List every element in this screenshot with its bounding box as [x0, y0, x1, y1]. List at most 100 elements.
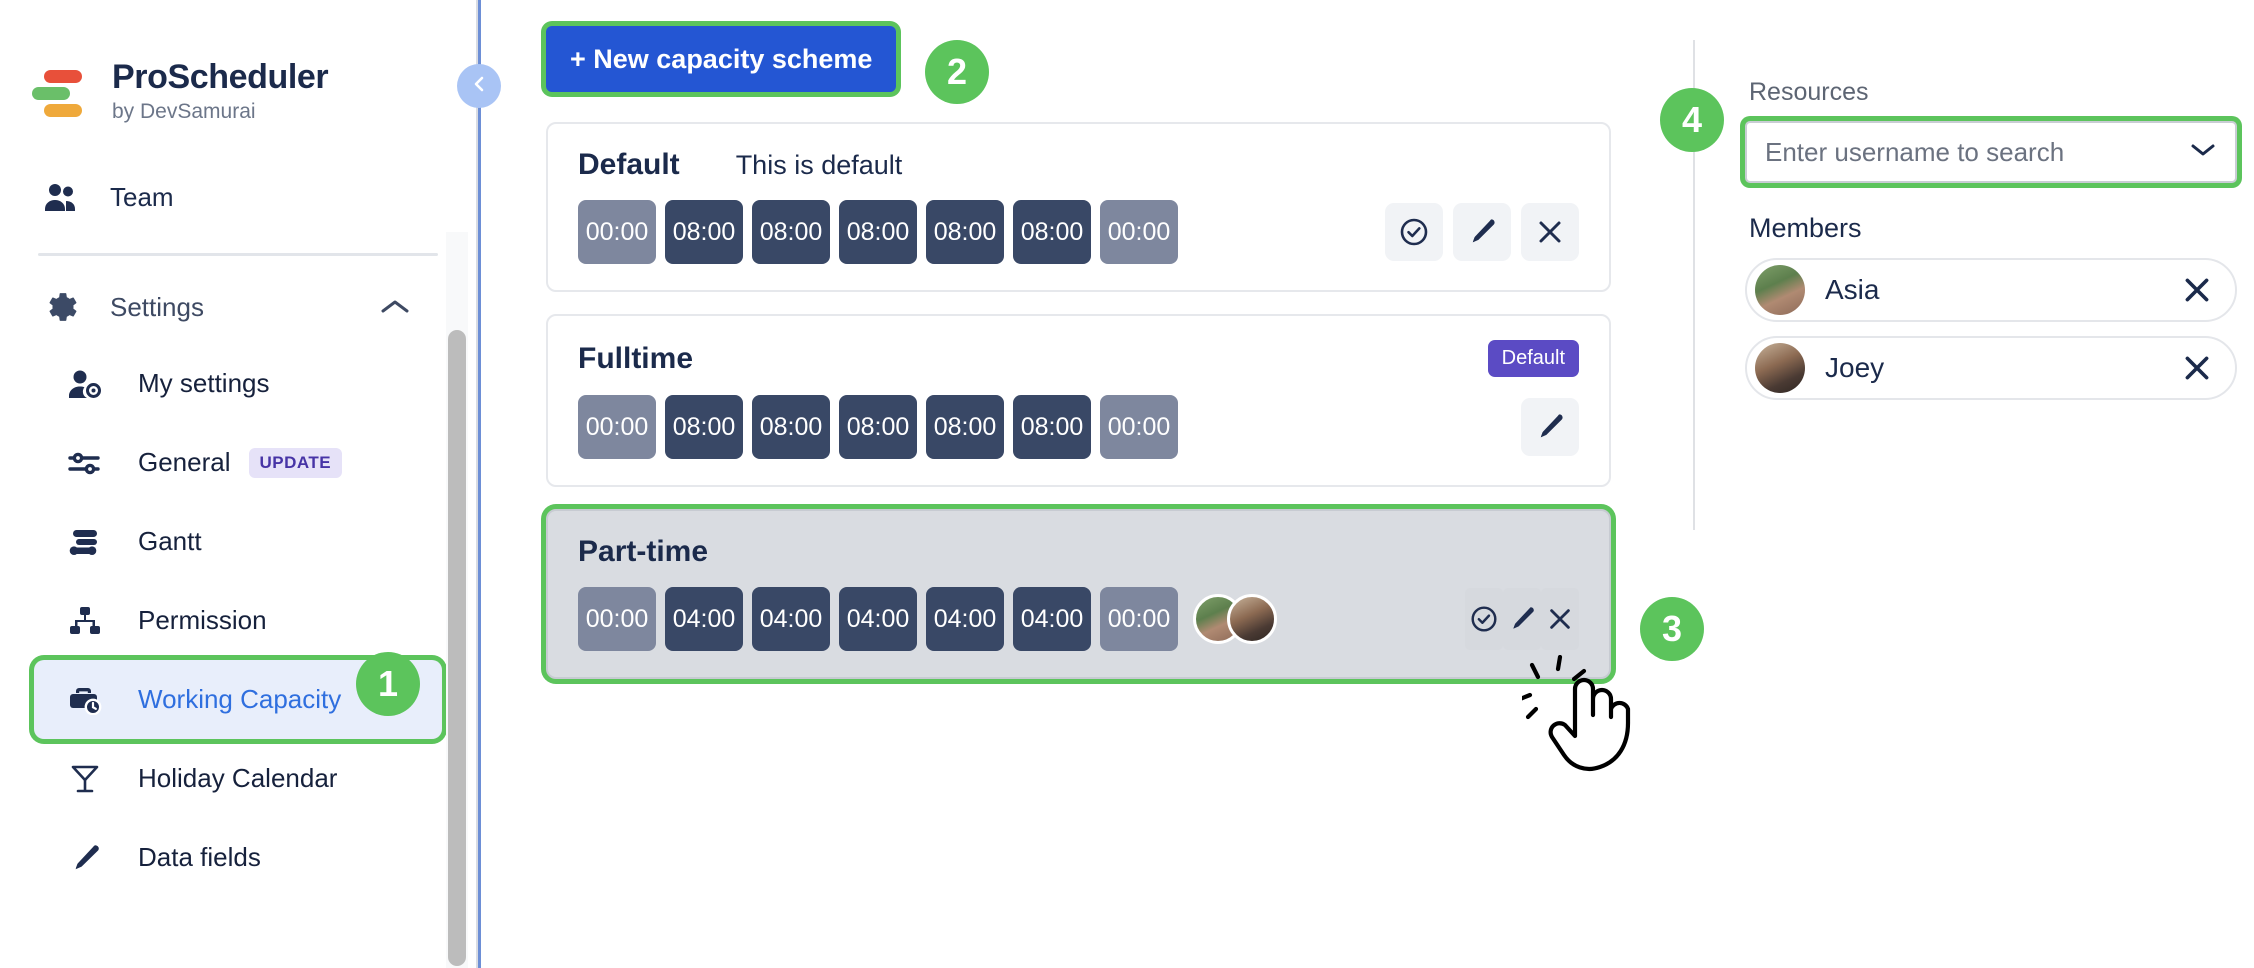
annotation-step-3: 3	[1640, 597, 1704, 661]
chevron-up-icon[interactable]	[380, 298, 410, 316]
day-chip[interactable]: 08:00	[752, 200, 830, 264]
day-chip[interactable]: 00:00	[1100, 395, 1178, 459]
check-circle-icon[interactable]	[1465, 588, 1503, 650]
avatar	[1227, 594, 1277, 644]
day-chip[interactable]: 04:00	[752, 587, 830, 651]
brand-subtitle: by DevSamurai	[112, 100, 256, 124]
pencil-icon[interactable]	[1521, 398, 1579, 456]
toolbar: + New capacity scheme	[500, 0, 1668, 92]
status-badge-default: Default	[1487, 340, 1579, 377]
close-icon[interactable]	[1541, 588, 1579, 650]
day-chip[interactable]: 00:00	[1100, 587, 1178, 651]
logo-bars-icon	[28, 63, 86, 121]
avatar	[1755, 265, 1805, 315]
brand-title: ProScheduler	[112, 58, 329, 96]
sidebar-item-label-gantt: Gantt	[138, 526, 202, 557]
pencil-icon[interactable]	[1503, 588, 1541, 650]
pencil-icon[interactable]	[1453, 203, 1511, 261]
day-chip[interactable]: 08:00	[1013, 395, 1091, 459]
sidebar-item-my-settings[interactable]: My settings	[34, 344, 442, 423]
cocktail-icon	[62, 764, 108, 794]
sidebar-divider	[38, 253, 438, 257]
new-capacity-scheme-button[interactable]: + New capacity scheme	[546, 26, 897, 92]
team-icon	[38, 182, 84, 212]
close-icon[interactable]	[1521, 203, 1579, 261]
gear-icon	[38, 291, 84, 323]
sidebar-item-holiday-calendar[interactable]: Holiday Calendar	[34, 739, 442, 818]
sidebar-subnav: My settings General UPDATE	[0, 344, 476, 897]
check-circle-icon[interactable]	[1385, 203, 1443, 261]
day-chip[interactable]: 08:00	[752, 395, 830, 459]
sidebar-group-settings[interactable]: Settings	[0, 270, 476, 344]
day-chip[interactable]: 08:00	[665, 395, 743, 459]
briefcase-clock-icon	[62, 685, 108, 715]
sidebar-nav: Team Settings	[0, 159, 476, 897]
members-label: Members	[1749, 213, 1862, 243]
right-panel: Resources Members Asia Joey	[1697, 0, 2254, 968]
day-chip[interactable]: 08:00	[839, 200, 917, 264]
sidebar-divider-line	[478, 0, 481, 968]
sidebar-item-label-working-capacity: Working Capacity	[138, 684, 342, 715]
scheme-name: Default	[578, 148, 680, 181]
pencil-icon	[62, 843, 108, 873]
scheme-name: Fulltime	[578, 341, 694, 375]
day-chip[interactable]: 04:00	[1013, 587, 1091, 651]
sidebar-item-general[interactable]: General UPDATE	[34, 423, 442, 502]
user-gear-icon	[62, 369, 108, 399]
day-chip[interactable]: 04:00	[839, 587, 917, 651]
collapse-sidebar-button[interactable]	[457, 64, 501, 108]
scheme-member-avatars[interactable]	[1193, 594, 1277, 644]
search-input[interactable]	[1765, 136, 2189, 168]
annotation-step-4: 4	[1660, 88, 1724, 152]
sidebar-scrollbar-thumb[interactable]	[448, 330, 466, 966]
gantt-icon	[62, 528, 108, 556]
scheme-card-part-time[interactable]: Part-time 00:00 04:00 04:00 04:00 04:00 …	[546, 509, 1611, 679]
member-name: Joey	[1825, 352, 1885, 383]
day-chip[interactable]: 08:00	[926, 200, 1004, 264]
sidebar-item-label-general: General	[138, 447, 231, 478]
member-name: Asia	[1825, 274, 1880, 305]
scheme-actions	[1465, 588, 1579, 650]
day-chip[interactable]: 04:00	[665, 587, 743, 651]
close-icon[interactable]	[2181, 352, 2213, 384]
scheme-actions	[1521, 398, 1579, 456]
sidebar-item-label-holiday-calendar: Holiday Calendar	[138, 763, 338, 794]
day-chip[interactable]: 00:00	[578, 200, 656, 264]
day-chip[interactable]: 08:00	[926, 395, 1004, 459]
day-chip[interactable]: 08:00	[1013, 200, 1091, 264]
resource-search-field[interactable]	[1745, 121, 2237, 183]
annotation-step-2: 2	[925, 40, 989, 104]
day-chip[interactable]: 04:00	[926, 587, 1004, 651]
day-chip[interactable]: 00:00	[578, 395, 656, 459]
scheme-actions	[1385, 203, 1579, 261]
scheme-description: This is default	[735, 149, 903, 180]
day-chip[interactable]: 08:00	[839, 395, 917, 459]
sidebar-item-data-fields[interactable]: Data fields	[34, 818, 442, 897]
avatar	[1755, 343, 1805, 393]
scheme-name: Part-time	[578, 535, 709, 568]
sidebar-item-label-permission: Permission	[138, 605, 267, 636]
list-item[interactable]: Asia	[1745, 258, 2237, 322]
sidebar-item-label-my-settings: My settings	[138, 368, 270, 399]
day-chip[interactable]: 00:00	[1100, 200, 1178, 264]
sidebar-item-team[interactable]: Team	[0, 159, 476, 235]
list-item[interactable]: Joey	[1745, 336, 2237, 400]
sidebar-item-gantt[interactable]: Gantt	[34, 502, 442, 581]
main-content: + New capacity scheme Default This is de…	[500, 0, 1668, 968]
right-panel-divider	[1693, 40, 1695, 530]
scheme-card-default[interactable]: Default This is default 00:00 08:00 08:0…	[546, 122, 1611, 292]
day-chip[interactable]: 00:00	[578, 587, 656, 651]
status-badge-update: UPDATE	[248, 447, 343, 478]
sidebar: ProScheduler by DevSamurai Team	[0, 0, 478, 968]
day-chip[interactable]: 08:00	[665, 200, 743, 264]
click-hand-icon	[1517, 654, 1662, 780]
scheme-card-fulltime[interactable]: Fulltime Default 00:00 08:00 08:00 08:00…	[546, 314, 1611, 487]
sliders-icon	[62, 450, 108, 476]
close-icon[interactable]	[2181, 274, 2213, 306]
resources-label: Resources	[1749, 78, 1869, 106]
sidebar-group-label-settings: Settings	[110, 291, 204, 322]
sidebar-item-permission[interactable]: Permission	[34, 581, 442, 660]
chevron-left-icon	[470, 74, 488, 99]
chevron-down-icon[interactable]	[2189, 141, 2217, 164]
